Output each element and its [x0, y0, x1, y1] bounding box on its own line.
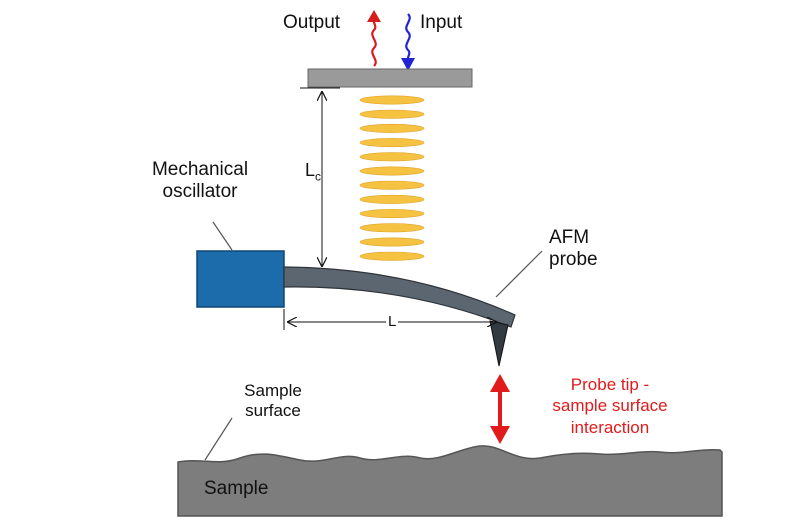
afm-cantilever: [283, 266, 516, 328]
oscillator-label: Mechanical oscillator: [135, 159, 265, 203]
input-arrow-icon: [401, 13, 415, 71]
cavity-length-dimension: [300, 87, 340, 266]
cavity-length-subscript: c: [315, 169, 322, 184]
sample-label: Sample: [204, 478, 269, 499]
top-mirror-plate: [307, 68, 473, 88]
resonator-disc: [359, 123, 425, 133]
cavity-length-main: L: [305, 160, 316, 180]
oscillator-label-line2: oscillator: [162, 180, 238, 202]
afm-label-line1: AFM: [549, 227, 590, 248]
interaction-label-line1: Probe tip -: [570, 375, 650, 394]
sample-surface-label: Sample surface: [228, 381, 318, 420]
resonator-disc: [359, 237, 425, 247]
resonator-disc: [359, 138, 425, 148]
probe-tip: [489, 320, 509, 367]
surface-label-line1: Sample: [244, 381, 302, 400]
cavity-length-label: Lc: [305, 160, 321, 184]
surface-label-line2: surface: [245, 400, 301, 420]
resonator-disc: [359, 223, 425, 233]
oscillator-label-line1: Mechanical: [151, 159, 249, 180]
afm-leader-line: [495, 250, 543, 298]
optical-resonator-stack: [359, 95, 425, 261]
surface-leader-line: [204, 417, 233, 461]
resonator-disc: [359, 209, 425, 219]
afm-probe-label: AFM probe: [549, 227, 598, 271]
input-label: Input: [420, 12, 463, 33]
resonator-disc: [359, 109, 425, 119]
sample-body: [177, 445, 723, 517]
interaction-label-line3: interaction: [570, 417, 650, 437]
oscillator-leader-line: [212, 221, 233, 251]
resonator-disc: [359, 180, 425, 190]
resonator-disc: [359, 95, 425, 105]
output-arrow-icon: [367, 10, 381, 67]
resonator-disc: [359, 152, 425, 162]
interaction-arrow-icon: [490, 374, 510, 444]
interaction-label-line2: sample surface: [552, 396, 668, 416]
resonator-disc: [359, 166, 425, 176]
probe-length-label: L: [386, 313, 399, 331]
output-label: Output: [283, 12, 341, 33]
afm-label-line2: probe: [549, 248, 598, 270]
interaction-label: Probe tip - sample surface interaction: [540, 374, 680, 438]
resonator-disc: [359, 251, 425, 261]
resonator-disc: [359, 194, 425, 204]
mechanical-oscillator-block: [196, 250, 285, 308]
